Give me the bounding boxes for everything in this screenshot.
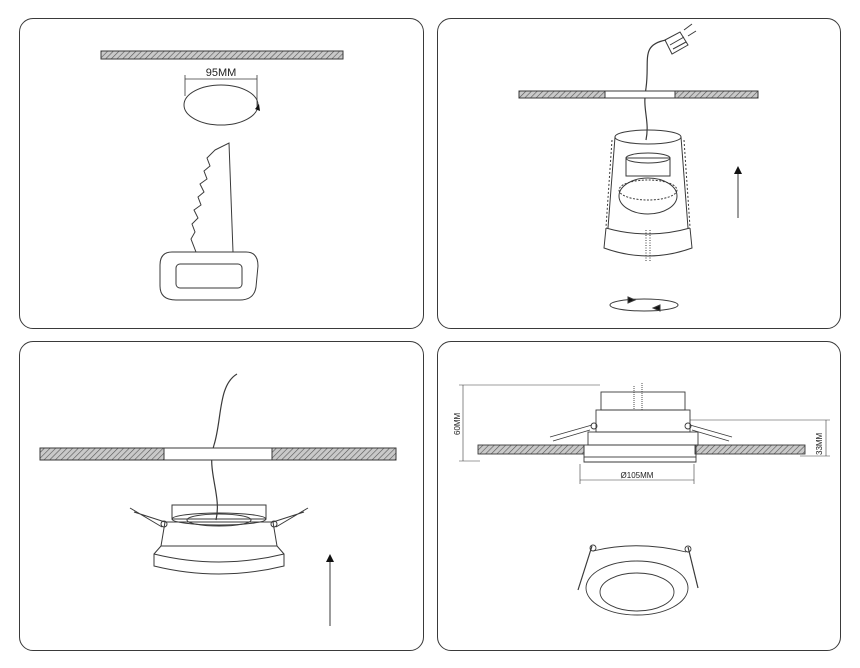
- installed-fixture: [549, 383, 733, 463]
- cutout-label: 95MM: [206, 67, 237, 79]
- terminal-connector-icon: [664, 23, 697, 55]
- ceiling-right: [674, 90, 759, 99]
- downlight-fixture: [603, 129, 693, 262]
- step-3-drawing: [39, 373, 397, 626]
- cutout-circle: [183, 84, 259, 126]
- rotate-icon: [609, 296, 679, 312]
- ceiling-panel: [100, 50, 344, 60]
- ceiling-right: [271, 447, 397, 461]
- ceiling-left: [518, 90, 606, 99]
- panel-step-4: [437, 341, 841, 651]
- fixture-bottom-view: [577, 544, 699, 616]
- step-4-drawing: [459, 383, 830, 616]
- step-2-drawing: [518, 23, 759, 312]
- depth-label: 33MM: [815, 432, 824, 455]
- power-cable: [211, 373, 238, 521]
- ceiling-left: [477, 444, 585, 455]
- panel-step-1: [19, 18, 424, 329]
- panel-step-3: [19, 341, 424, 651]
- panel-step-2: [437, 18, 841, 329]
- diameter-label: Ø105MM: [621, 471, 654, 480]
- power-cable: [645, 39, 667, 89]
- downlight-fixture: [129, 504, 309, 575]
- step-1-drawing: [100, 50, 344, 301]
- ceiling-left: [39, 447, 165, 461]
- ceiling-right: [694, 444, 806, 455]
- height-label: 60MM: [453, 412, 462, 435]
- saw-icon: [159, 142, 259, 301]
